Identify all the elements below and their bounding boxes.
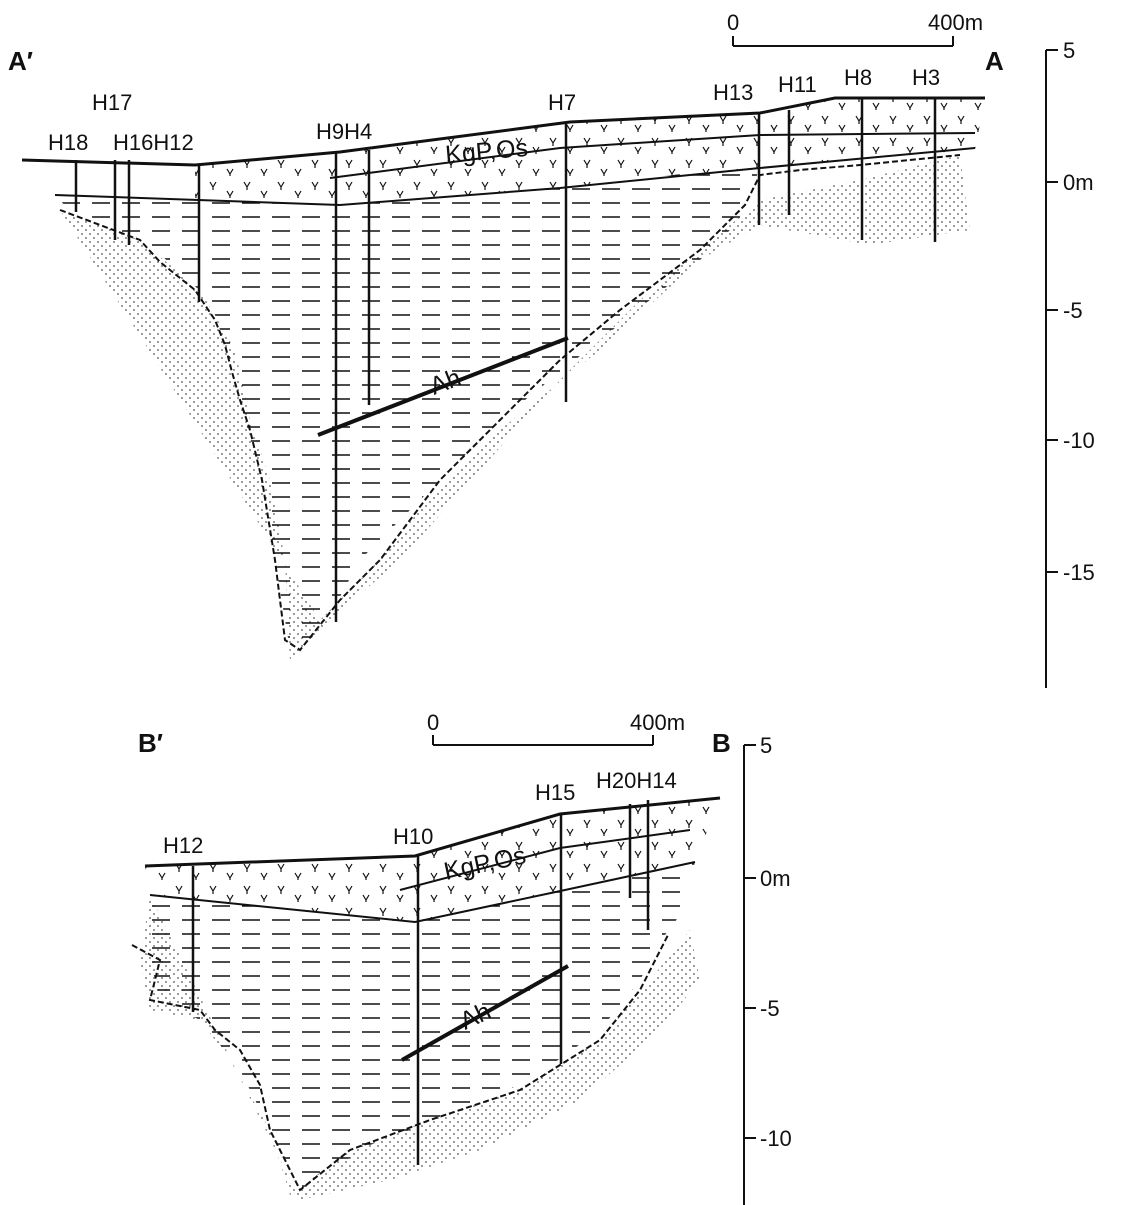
section-a-left-label: A′ — [8, 46, 33, 76]
section-b-right-label: B — [712, 728, 731, 758]
elevation-axis-a: 5 0m -5 -10 -15 — [1045, 38, 1095, 688]
borehole-label-h9h4-a: H9H4 — [316, 119, 372, 144]
clay-layer-b — [150, 862, 695, 1190]
kgp-base-line-a — [329, 132, 976, 179]
elev-tick-b-m10: -10 — [760, 1126, 792, 1151]
borehole-label-h20h14-b: H20H14 — [596, 768, 677, 793]
borehole-label-h16h12-a: H16H12 — [113, 130, 194, 155]
borehole-label-h11-a: H11 — [778, 72, 817, 97]
section-a: A′ A H18 H17 H16H12 H9H4 H7 H13 H11 H8 H… — [8, 10, 1095, 688]
borehole-label-h3-a: H3 — [912, 65, 940, 90]
scale-zero-b: 0 — [427, 710, 439, 735]
borehole-label-h12-b: H12 — [163, 833, 203, 858]
ground-surface-a — [21, 96, 985, 167]
scale-bar-b: 0 400m — [427, 710, 685, 746]
borehole-label-h17-a: H17 — [92, 90, 132, 115]
ah-tephra-line-a — [317, 336, 569, 437]
elev-tick-b-m5: -5 — [760, 996, 780, 1021]
borehole-label-h13-a: H13 — [713, 80, 753, 105]
section-a-right-label: A — [985, 46, 1004, 76]
section-b: B′ B H12 H10 H15 H20H14 KgP,Os Ah 0 400m… — [131, 710, 792, 1205]
elev-tick-a-m10: -10 — [1063, 428, 1095, 453]
elev-tick-a-5: 5 — [1063, 38, 1075, 63]
ground-surface-b — [144, 796, 721, 868]
clay-top-line-a — [54, 147, 976, 207]
clay-layer-a — [55, 165, 760, 650]
elev-tick-a-m5: -5 — [1063, 298, 1083, 323]
volcanic-layer-a — [195, 98, 985, 205]
borehole-label-h15-b: H15 — [535, 780, 575, 805]
scale-end-a: 400m — [928, 10, 983, 35]
ah-tephra-line-b — [401, 964, 569, 1062]
borehole-label-h10-b: H10 — [393, 824, 433, 849]
elevation-axis-b: 5 0m -5 -10 — [743, 733, 792, 1205]
scale-zero-a: 0 — [727, 10, 739, 35]
volcanic-layer-b — [145, 798, 720, 922]
borehole-label-h18-a: H18 — [48, 130, 88, 155]
elev-tick-a-m15: -15 — [1063, 560, 1095, 585]
sand-boundary-b — [131, 934, 669, 1192]
elev-tick-b-0: 0m — [760, 866, 791, 891]
section-b-left-label: B′ — [138, 728, 163, 758]
elev-tick-a-0: 0m — [1063, 170, 1094, 195]
borehole-label-h8-a: H8 — [844, 65, 872, 90]
scale-end-b: 400m — [630, 710, 685, 735]
borehole-label-h7-a: H7 — [548, 90, 576, 115]
scale-bar-a: 0 400m — [727, 10, 983, 47]
elev-tick-b-5: 5 — [760, 733, 772, 758]
